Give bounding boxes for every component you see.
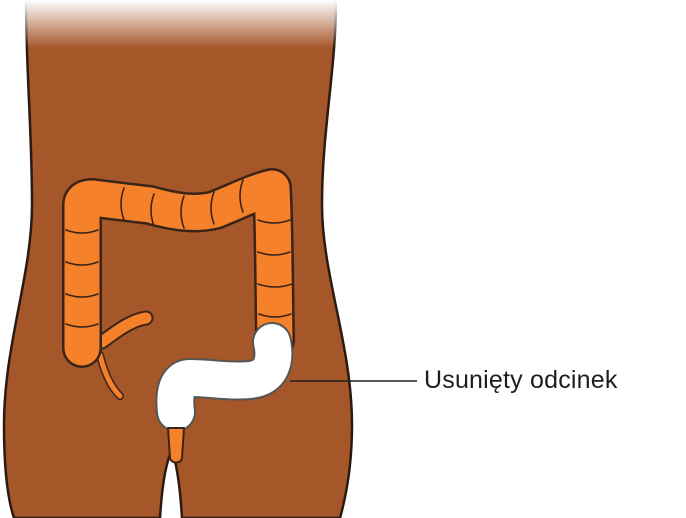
- rectum: [168, 428, 184, 463]
- top-fade: [0, 0, 686, 48]
- removed-segment-label: Usunięty odcinek: [424, 364, 618, 396]
